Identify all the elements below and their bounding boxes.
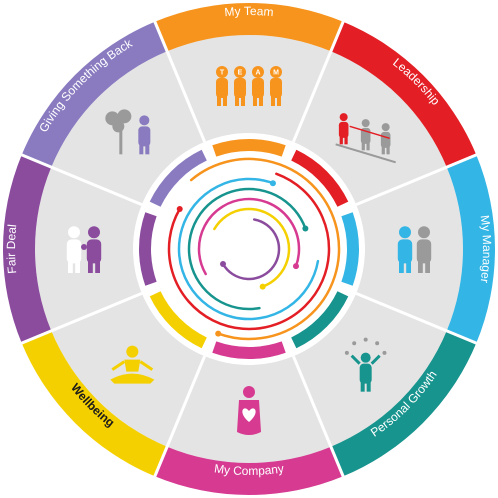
team-letter: A xyxy=(255,70,260,77)
hub-disc xyxy=(133,133,365,365)
sector-divider xyxy=(152,355,206,479)
ring-segment-giving-something-back[interactable] xyxy=(21,21,168,168)
segment-label-my-company: My Company xyxy=(213,461,284,478)
team-letter: M xyxy=(273,70,279,77)
hub-arrow-marker xyxy=(215,330,222,337)
manager-icon xyxy=(397,226,432,273)
meditation-icon xyxy=(110,345,155,384)
hub-arrow-marker xyxy=(292,263,299,270)
sector-divider xyxy=(292,355,346,479)
sector-divider xyxy=(19,292,143,346)
center-hub xyxy=(133,133,365,365)
hub-spiral-arc xyxy=(213,207,291,288)
hub-spiral-arc xyxy=(221,218,281,281)
ring-segment-wellbeing[interactable] xyxy=(21,330,168,477)
sector-divider xyxy=(19,152,143,206)
tree-person-icon xyxy=(105,109,151,155)
leadership-icon xyxy=(335,113,396,164)
segment-label-my-team: My Team xyxy=(224,4,274,19)
hub-band-my-manager xyxy=(341,212,359,286)
segment-label-fair-deal: Fair Deal xyxy=(4,224,19,275)
heart-icon xyxy=(242,408,256,422)
ring-segment-leadership[interactable] xyxy=(330,21,477,168)
hub-band-my-company xyxy=(212,341,286,359)
hub-spiral-arc xyxy=(187,187,307,311)
team-letter: E xyxy=(238,70,243,77)
hub-band-fair-deal xyxy=(139,212,157,286)
sector-dividers xyxy=(19,19,479,479)
team-letter: T xyxy=(220,70,225,77)
handshake-icon xyxy=(66,226,102,273)
ring-segment-my-manager[interactable] xyxy=(446,154,495,344)
hub-band-personal-growth xyxy=(291,291,349,349)
hub-arrow-marker xyxy=(176,206,183,212)
hub-spiral-arc xyxy=(197,197,301,276)
hub-arrow-marker xyxy=(269,180,276,187)
ring-segment-my-company[interactable] xyxy=(154,446,344,495)
sector-divider xyxy=(152,19,206,143)
outer-ring xyxy=(2,3,495,495)
hub-arrow-marker xyxy=(302,225,309,232)
hub-arrow-marker xyxy=(220,261,227,267)
ring-segment-fair-deal[interactable] xyxy=(2,154,52,344)
hub-band-my-team xyxy=(212,139,286,157)
heart-person-icon xyxy=(237,386,261,435)
sector-divider xyxy=(355,292,479,346)
segment-label-my-manager: My Manager xyxy=(478,214,494,283)
sector-divider xyxy=(355,152,479,206)
hub-spiral-arc xyxy=(189,157,341,341)
juggling-person-icon xyxy=(344,337,387,392)
ring-segment-my-team[interactable] xyxy=(154,3,344,52)
hub-arrow-marker xyxy=(259,283,266,290)
hub-band-giving-something-back xyxy=(149,149,207,207)
hub-band-wellbeing xyxy=(149,291,207,349)
ring-segment-personal-growth[interactable] xyxy=(330,330,477,477)
sector-divider xyxy=(292,19,346,143)
hub-spiral-arc xyxy=(177,177,320,321)
hub-band-leadership xyxy=(291,149,349,207)
hub-spiral-arc xyxy=(167,172,331,331)
